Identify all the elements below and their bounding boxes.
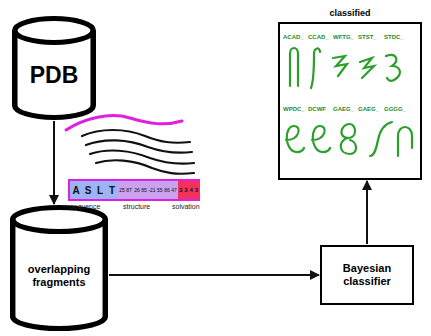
glyph — [290, 48, 298, 86]
structure-cell: 25 87 — [118, 181, 133, 199]
sequence-cell: L — [94, 181, 106, 199]
sequence-cell: T — [106, 181, 118, 199]
glyph — [333, 56, 347, 76]
structure-cell: 86 47 — [163, 181, 178, 199]
fragment-class-name: GAEG_ — [358, 106, 379, 112]
fragment-curve — [66, 116, 182, 130]
glyph — [398, 127, 412, 156]
fragment-class-name: WFTG_ — [333, 34, 354, 40]
database-cylinder: overlapping fragments — [10, 205, 108, 331]
axis-caption: sequence — [70, 203, 100, 210]
glyph — [286, 126, 304, 152]
glyph — [312, 126, 330, 152]
process-box: Bayesian classifier — [320, 245, 414, 305]
node-label: classified — [280, 8, 420, 18]
fragment-class-name: GGGG_ — [384, 106, 406, 112]
axis-caption: structure — [123, 203, 150, 210]
flow-arrow — [53, 121, 55, 204]
fragment-class-name: DCWF — [308, 106, 326, 112]
sequence-cell: A — [70, 181, 82, 199]
fragment-curve — [96, 160, 194, 173]
glyph — [370, 122, 392, 156]
fragment-class-name: CCAD_ — [308, 34, 329, 40]
result-panel: classified — [278, 22, 422, 180]
structure-cell: -21 55 — [148, 181, 163, 199]
fragment-class-name: GAEG_ — [333, 106, 354, 112]
solvation-cell: 3 — [194, 181, 199, 199]
structure-cell: 26 85 — [133, 181, 148, 199]
axis-caption: solvation — [172, 203, 200, 210]
node-label: overlapping fragments — [10, 263, 108, 288]
fragment-class-name: WPDC_ — [283, 106, 305, 112]
database-cylinder: PDB — [12, 16, 96, 120]
glyph — [341, 124, 356, 154]
node-label: Bayesian classifier — [322, 262, 412, 287]
glyph — [311, 48, 320, 88]
fragment-class-name: STST_ — [358, 34, 377, 40]
fragment-class-name: ACAD_ — [283, 34, 304, 40]
node-label: PDB — [12, 62, 96, 88]
flow-arrow — [109, 274, 319, 276]
glyph — [360, 58, 374, 78]
sequence-cell: S — [82, 181, 94, 199]
glyph — [386, 55, 400, 81]
fragment-bar-frame — [69, 180, 199, 200]
flow-arrow — [366, 181, 368, 244]
fragment-class-name: STDC_ — [384, 34, 404, 40]
